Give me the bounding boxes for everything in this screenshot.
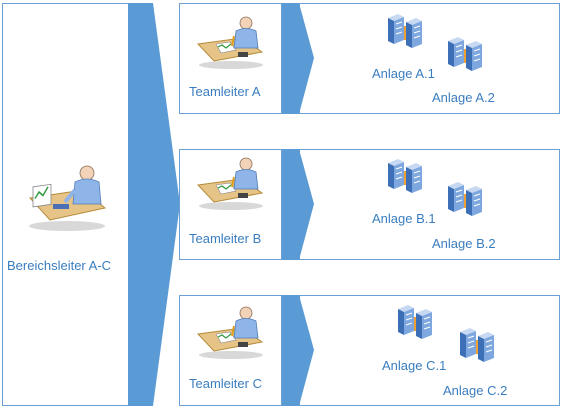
manager-label: Bereichsleiter A-C (7, 258, 112, 273)
plant-b2-label: Anlage B.2 (432, 236, 496, 251)
team-a-arrow (282, 3, 314, 114)
manager-arrow (128, 3, 180, 406)
team-leader-a-label: Teamleiter A (189, 84, 261, 99)
plant-c2-label: Anlage C.2 (443, 383, 508, 398)
server-rack-icon (388, 159, 422, 193)
team-b-arrow (282, 149, 314, 260)
manager-at-desk-icon (29, 165, 107, 231)
team-c-arrow-shape (282, 295, 314, 406)
server-rack-icon (388, 14, 422, 48)
server-unit-1 (388, 14, 404, 44)
team-a-leader-box (179, 3, 282, 114)
team-leader-c-icon (196, 306, 264, 359)
manager-arrow-shape (128, 3, 180, 406)
team-b-arrow-shape (282, 149, 314, 260)
team-c-arrow (282, 295, 314, 406)
server-rack-icon (398, 305, 432, 339)
server-rack-icon (448, 37, 482, 71)
team-leader-b-label: Teamleiter B (189, 231, 262, 246)
server-rack-icon (460, 328, 494, 362)
team-a-plants-box (299, 3, 560, 114)
team-a-arrow-shape (282, 3, 314, 114)
team-c-leader-box (179, 295, 282, 406)
plant-c1-label: Anlage C.1 (382, 358, 447, 373)
server-rack-icon (448, 182, 482, 216)
team-leader-b-icon (196, 157, 264, 210)
team-leader-a-icon (196, 16, 264, 69)
team-leader-c-label: Teamleiter C (189, 376, 262, 391)
plant-b1-label: Anlage B.1 (372, 211, 436, 226)
team-b-plants-box (299, 149, 560, 260)
plant-a2-label: Anlage A.2 (432, 90, 495, 105)
plant-a1-label: Anlage A.1 (372, 66, 435, 81)
